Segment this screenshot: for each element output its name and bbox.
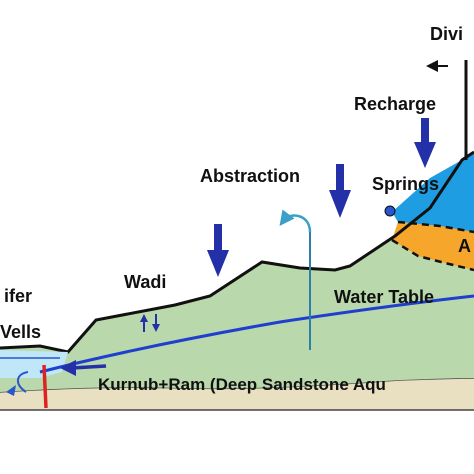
base-sand-layer [0,378,474,410]
orange-aquitard-layer [392,222,474,270]
ground-surface-line [0,150,474,354]
ground-body [0,152,474,392]
orange-layer-bottom-dash [391,238,474,272]
aquifer-wells-label-2: Vells [0,322,41,342]
spring-point [384,205,396,217]
divide-left-arrowhead [426,60,438,72]
water-table-line [39,294,474,374]
left-pool-water [0,350,68,378]
kurnub-ram-label: Kurnub+Ram (Deep Sandstone Aqu [98,375,386,394]
abstraction-arrow-1-shaft [214,224,222,252]
aquifer-partial-label: A [458,236,471,256]
abstraction-arrow-2-head [329,190,351,218]
wadi-label: Wadi [124,272,166,292]
abstraction-arrow-1-head [207,250,229,277]
water-table-label: Water Table [334,287,434,307]
abstraction-label: Abstraction [200,166,300,186]
divide-label: Divi [430,24,463,44]
recharge-arrow-shaft [421,118,429,144]
springs-label: Springs [372,174,439,194]
pool-curve-arrowhead [6,385,16,396]
recharge-label: Recharge [354,94,436,114]
aquifer-wells-label-1: ifer [4,286,32,306]
abstraction-curve-arrow [279,209,312,233]
abstraction-arrow-2-shaft [336,164,344,192]
wadi-up-arrowhead [140,314,148,322]
recharge-arrow-head [414,142,436,168]
well-line [42,364,48,409]
wadi-down-arrowhead [152,324,160,332]
flow-to-well-arrowhead [60,360,76,376]
pool-curve-arrow [17,371,29,393]
flow-to-well-arrow [71,364,107,370]
